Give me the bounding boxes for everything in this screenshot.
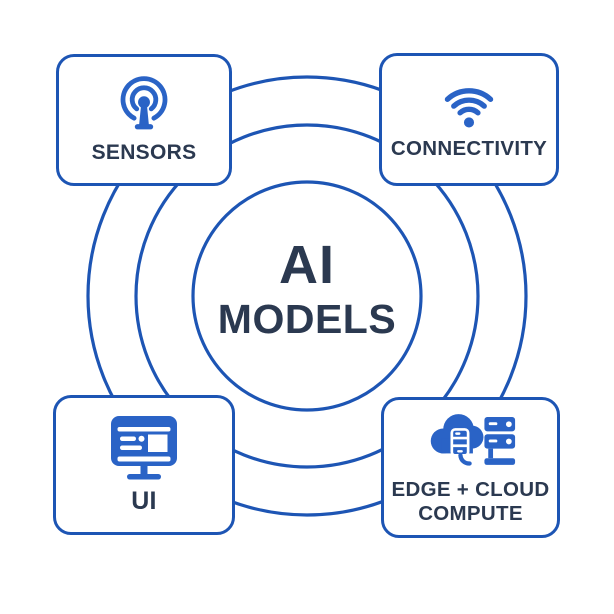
center-title-line1: AI bbox=[279, 234, 335, 295]
ring-middle bbox=[134, 123, 480, 469]
wifi-icon bbox=[436, 78, 502, 130]
node-connectivity-label: CONNECTIVITY bbox=[390, 136, 548, 160]
broadcast-sensor-icon bbox=[116, 74, 172, 134]
node-sensors-label: SENSORS bbox=[91, 141, 197, 165]
monitor-icon bbox=[107, 414, 181, 480]
center-title-line2: MODELS bbox=[217, 295, 397, 342]
node-ui-label: UI bbox=[131, 486, 157, 515]
node-sensors: SENSORS bbox=[56, 54, 232, 186]
ring-outer bbox=[86, 75, 528, 517]
cloud-server-icon bbox=[425, 409, 517, 471]
node-edge-label-line1: EDGE + CLOUD bbox=[391, 477, 550, 501]
node-connectivity: CONNECTIVITY bbox=[379, 53, 559, 186]
center-circle bbox=[191, 180, 423, 412]
node-ui: UI bbox=[53, 395, 235, 535]
center-title: AI MODELS bbox=[218, 238, 396, 342]
node-edge-label-line2: COMPUTE bbox=[418, 502, 523, 525]
